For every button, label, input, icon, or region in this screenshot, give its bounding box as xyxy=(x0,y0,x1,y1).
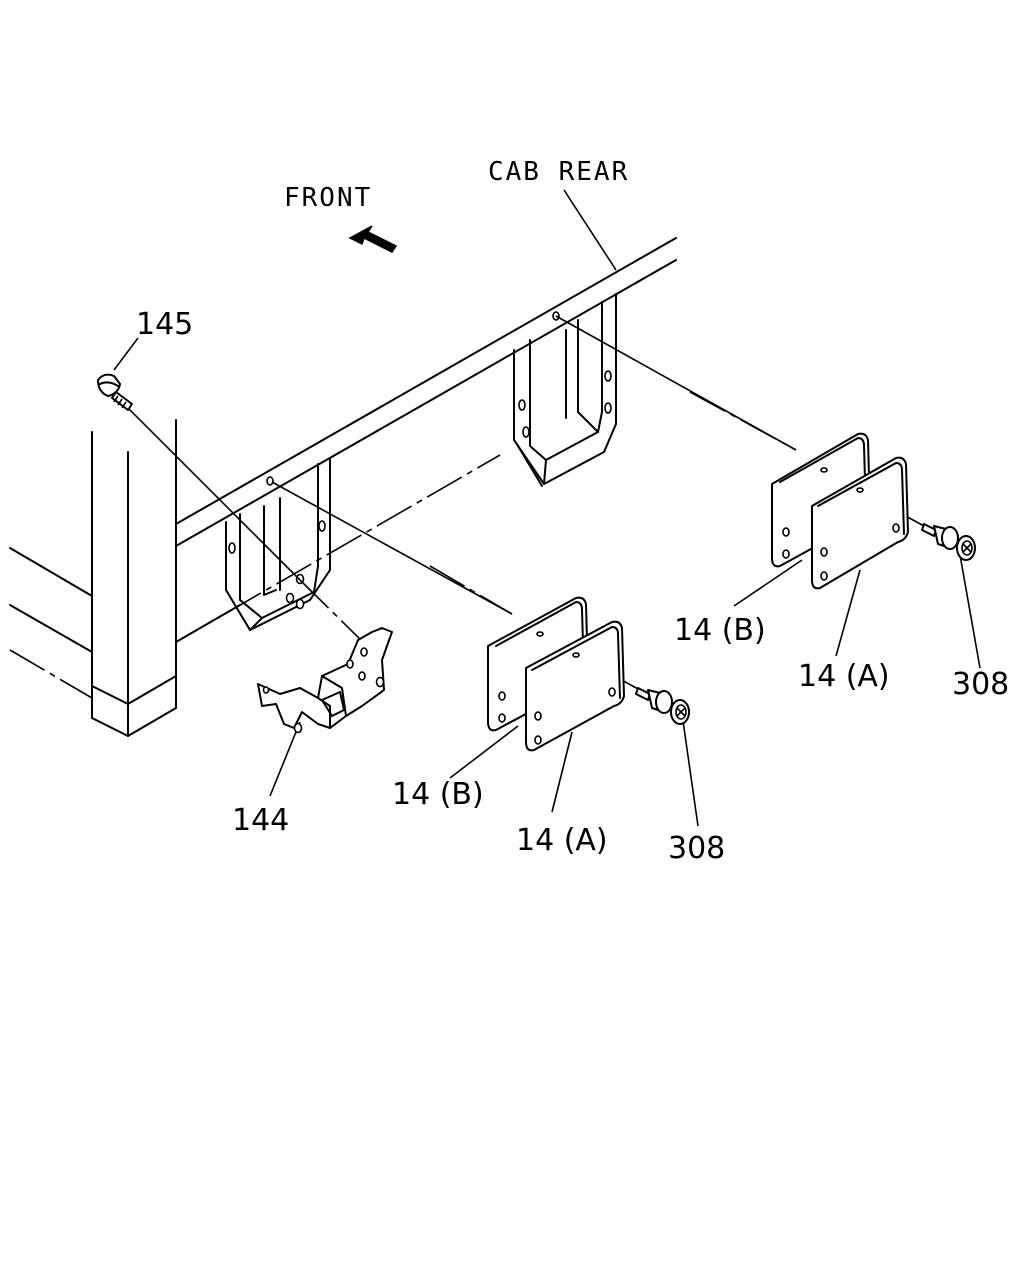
leader-lines xyxy=(113,189,981,827)
part-14a-left-label: 14 (A) xyxy=(516,823,608,858)
front-label: FRONT xyxy=(284,183,372,213)
shim-14a-left xyxy=(525,620,625,752)
bracket-channel-right xyxy=(513,293,617,487)
bracket-144 xyxy=(257,627,393,734)
part-308-right-label: 308 xyxy=(952,667,1009,702)
cab-rear-label: CAB REAR xyxy=(488,157,629,187)
cab-post xyxy=(9,419,177,737)
bolt-308-left xyxy=(635,687,690,725)
bracket-channel-left xyxy=(225,457,331,631)
shim-14a-right xyxy=(811,456,909,590)
part-14b-right-label: 14 (B) xyxy=(674,613,766,648)
cab-rear-beam xyxy=(175,237,677,643)
front-arrow-icon xyxy=(348,225,398,253)
part-14a-right-label: 14 (A) xyxy=(798,659,890,694)
bolt-308-right xyxy=(921,523,976,561)
part-145-label: 145 xyxy=(136,307,193,342)
bolt-145 xyxy=(97,373,133,411)
part-14b-left-label: 14 (B) xyxy=(392,777,484,812)
part-144-label: 144 xyxy=(232,803,289,838)
part-308-left-label: 308 xyxy=(668,831,725,866)
